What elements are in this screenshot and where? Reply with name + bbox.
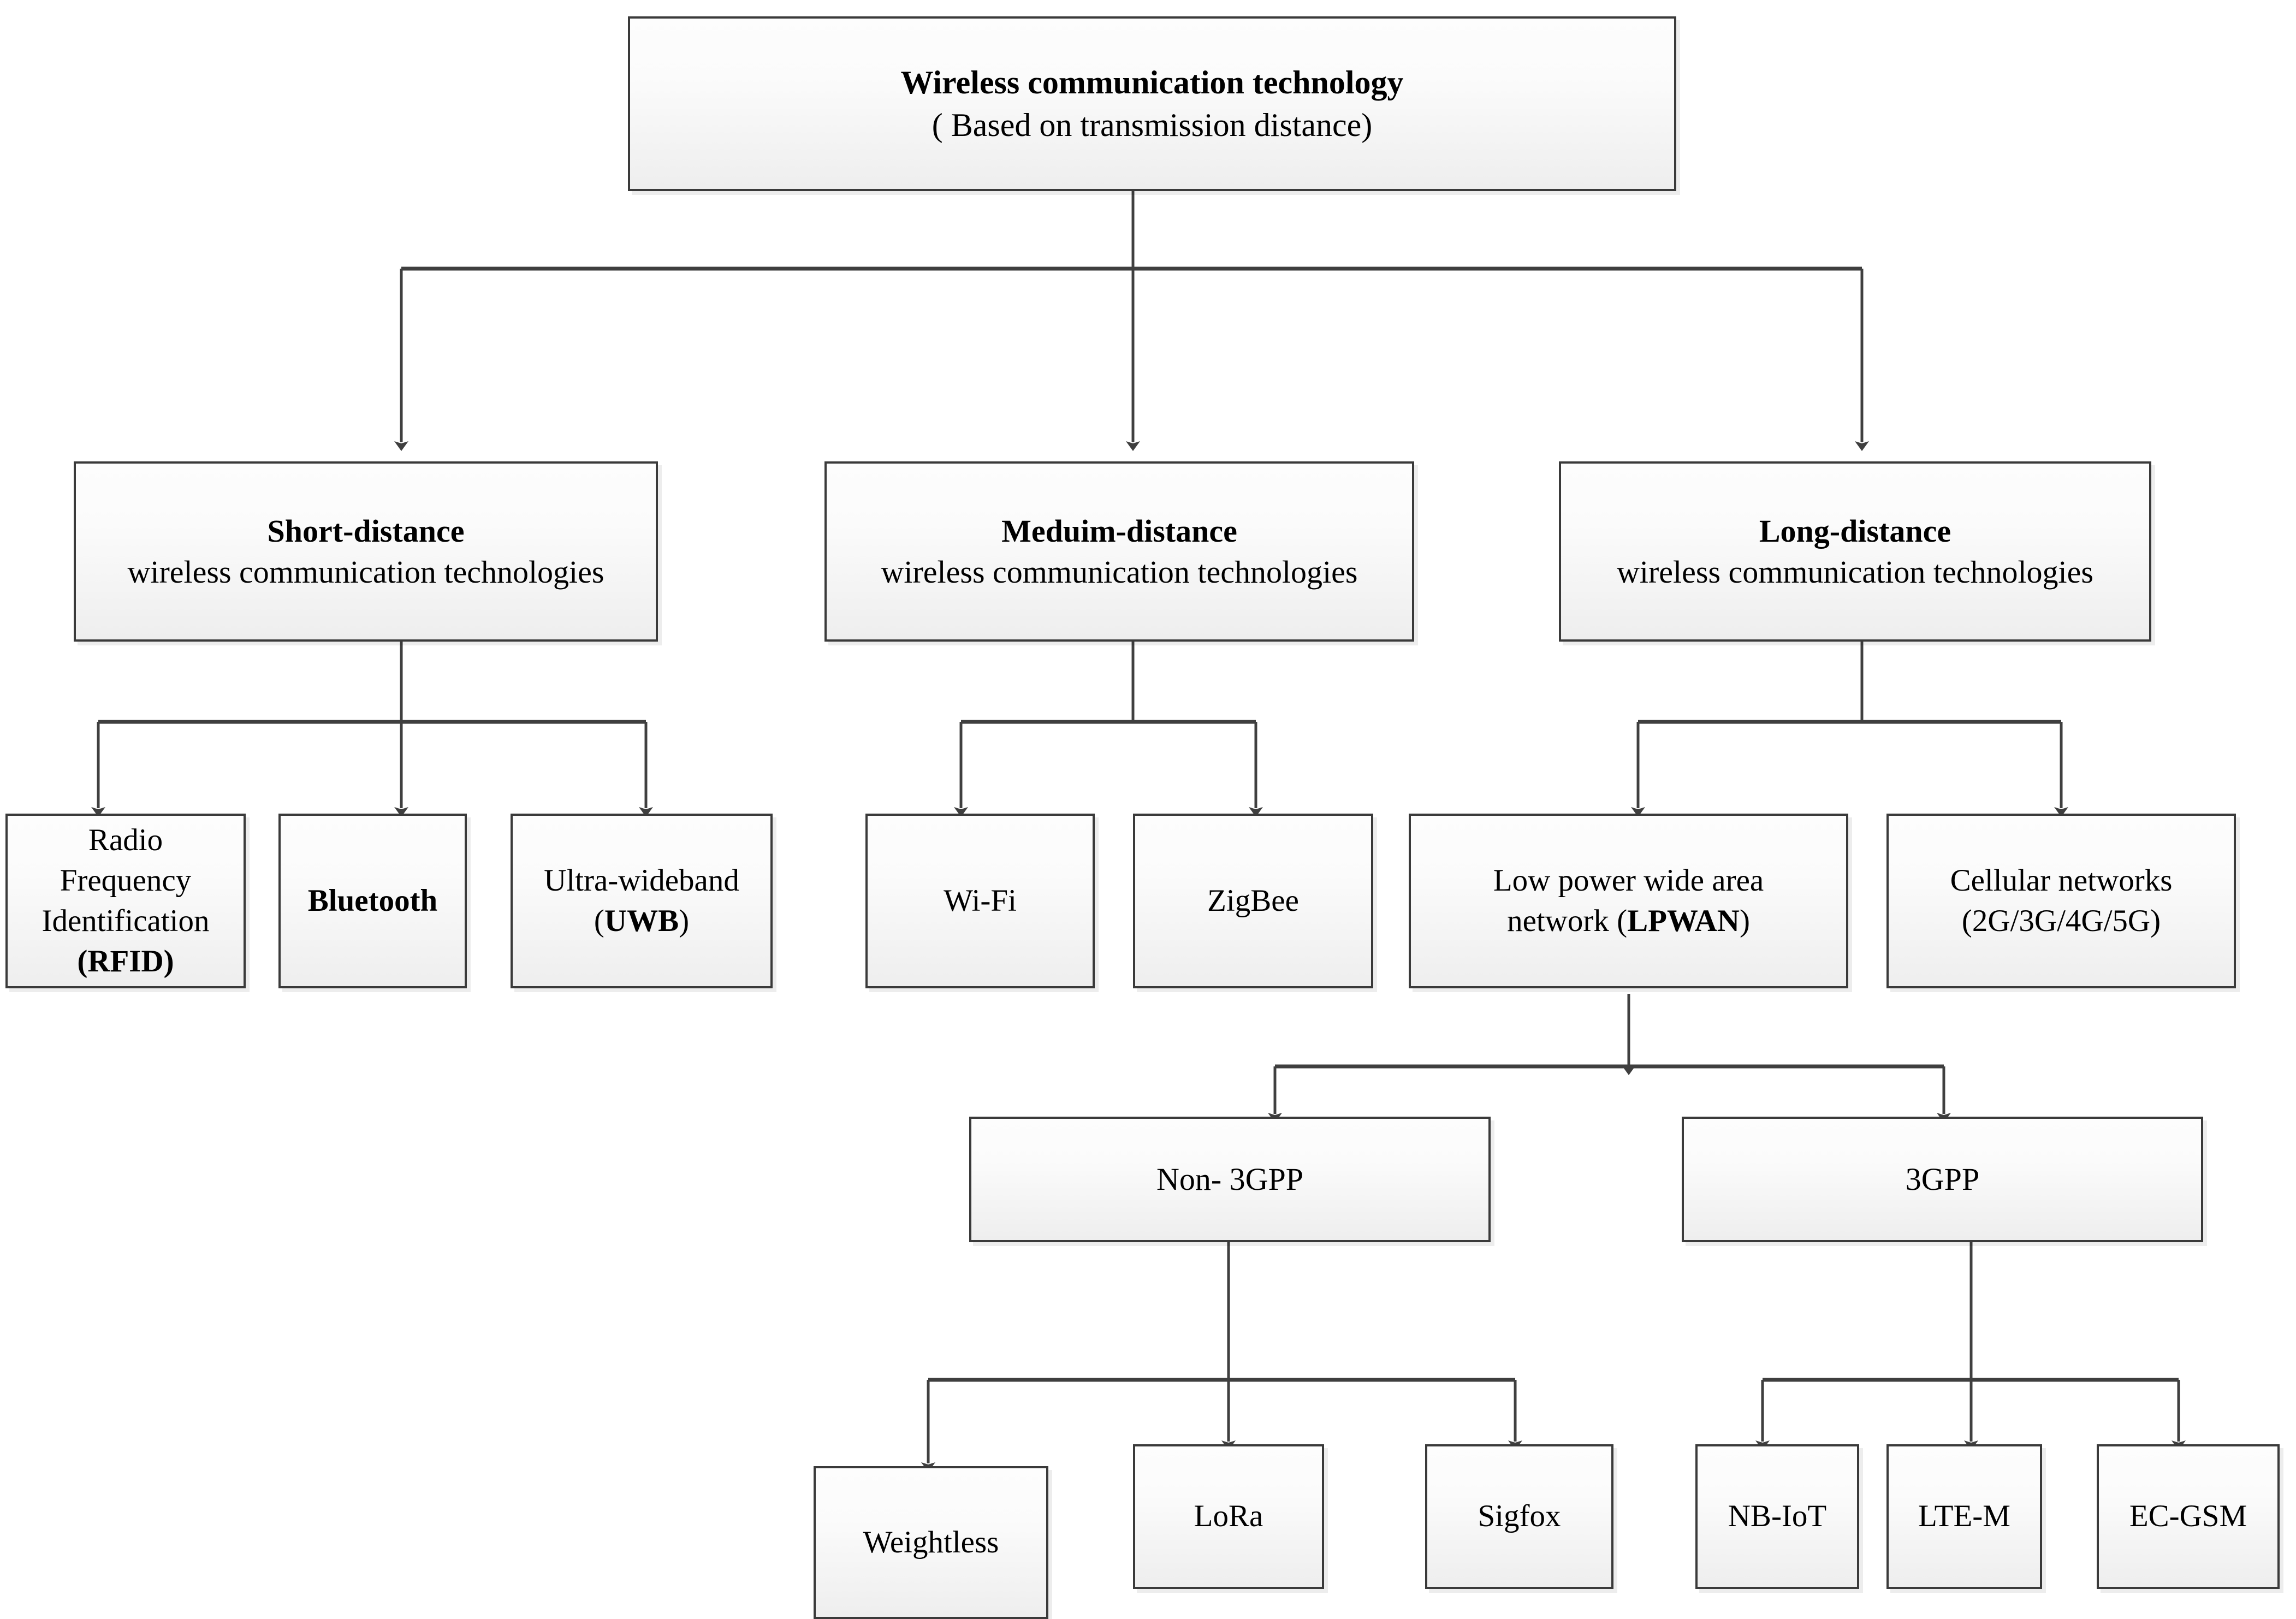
medium-distance-title: Meduim-distance — [1001, 513, 1237, 549]
node-medium-distance[interactable]: Meduim-distance wireless communication t… — [824, 461, 1414, 642]
short-distance-title: Short-distance — [267, 513, 465, 549]
node-lte-m[interactable]: LTE-M — [1886, 1444, 2042, 1589]
uwb-line-2: (UWB) — [594, 904, 690, 938]
node-short-distance[interactable]: Short-distance wireless communication te… — [74, 461, 658, 642]
3gpp-label: 3GPP — [1905, 1161, 1980, 1197]
lte-m-label: LTE-M — [1918, 1499, 2010, 1534]
node-nb-iot[interactable]: NB-IoT — [1695, 1444, 1859, 1589]
node-zigbee[interactable]: ZigBee — [1133, 814, 1373, 988]
cellular-line-2: (2G/3G/4G/5G) — [1961, 904, 2161, 938]
node-uwb[interactable]: Ultra-wideband (UWB) — [511, 814, 773, 988]
node-rfid[interactable]: Radio Frequency Identification (RFID) — [5, 814, 246, 988]
lpwan-acronym: LPWAN — [1627, 904, 1740, 938]
node-bluetooth[interactable]: Bluetooth — [278, 814, 467, 988]
short-distance-subtitle: wireless communication technologies — [127, 554, 604, 590]
rfid-line-2: Frequency — [60, 863, 192, 898]
root-subtitle: ( Based on transmission distance) — [932, 107, 1373, 143]
node-lpwan[interactable]: Low power wide area network (LPWAN) — [1409, 814, 1848, 988]
bluetooth-label: Bluetooth — [307, 883, 438, 918]
node-long-distance[interactable]: Long-distance wireless communication tec… — [1559, 461, 2151, 642]
lora-label: LoRa — [1194, 1499, 1263, 1534]
uwb-acronym: UWB — [604, 904, 679, 938]
node-root[interactable]: Wireless communication technology ( Base… — [628, 16, 1676, 191]
cellular-line-1: Cellular networks — [1950, 863, 2173, 898]
nb-iot-label: NB-IoT — [1728, 1499, 1827, 1534]
root-title: Wireless communication technology — [900, 64, 1404, 100]
node-sigfox[interactable]: Sigfox — [1425, 1444, 1613, 1589]
ec-gsm-label: EC-GSM — [2129, 1499, 2247, 1534]
sigfox-label: Sigfox — [1478, 1499, 1561, 1534]
node-lora[interactable]: LoRa — [1133, 1444, 1324, 1589]
long-distance-subtitle: wireless communication technologies — [1616, 554, 2093, 590]
uwb-line-1: Ultra-wideband — [544, 863, 739, 898]
node-cellular-networks[interactable]: Cellular networks (2G/3G/4G/5G) — [1886, 814, 2236, 988]
lpwan-line-1: Low power wide area — [1493, 863, 1764, 898]
node-ec-gsm[interactable]: EC-GSM — [2097, 1444, 2280, 1589]
non-3gpp-label: Non- 3GPP — [1156, 1161, 1304, 1197]
long-distance-title: Long-distance — [1759, 513, 1951, 549]
wifi-label: Wi-Fi — [944, 883, 1017, 918]
rfid-line-3: Identification — [41, 904, 210, 938]
node-non-3gpp[interactable]: Non- 3GPP — [969, 1117, 1491, 1242]
weightless-label: Weightless — [863, 1525, 999, 1559]
rfid-line-1: Radio — [88, 822, 163, 857]
lpwan-line-2: network (LPWAN) — [1507, 904, 1750, 938]
medium-distance-subtitle: wireless communication technologies — [881, 554, 1358, 590]
node-wifi[interactable]: Wi-Fi — [865, 814, 1095, 988]
rfid-line-4: (RFID) — [77, 944, 174, 979]
node-weightless[interactable]: Weightless — [814, 1466, 1048, 1619]
node-3gpp[interactable]: 3GPP — [1682, 1117, 2203, 1242]
zigbee-label: ZigBee — [1207, 883, 1299, 918]
